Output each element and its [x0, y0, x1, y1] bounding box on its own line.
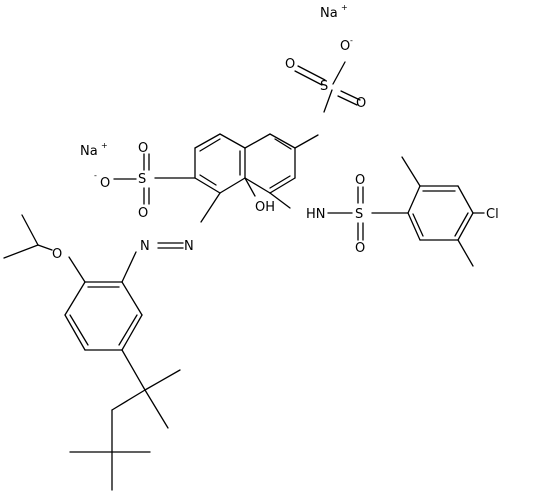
- azo-nitrogen-1: N: [184, 239, 194, 254]
- bond-lines: [3, 61, 485, 491]
- sodium-label-1: Na: [320, 6, 338, 21]
- sodium-charge-1: +: [341, 3, 348, 12]
- sulfonamide-oxygen-2: O: [355, 241, 365, 256]
- hydroxyl-label: OH: [255, 200, 275, 215]
- sulfonate-left-sulfur: S: [138, 172, 146, 187]
- sulfonate-left-oxygen-1: O: [138, 141, 148, 156]
- sodium-charge-2: +: [101, 141, 108, 150]
- sulfonate-left-anion-oxygen: O: [100, 176, 110, 191]
- sulfonate-top-sulfur: S: [320, 79, 328, 94]
- sulfonate-left-anion-charge: -: [94, 171, 97, 180]
- sulfonate-top-anion-charge: -: [350, 36, 353, 45]
- sulfonate-top-oxygen-2: O: [356, 96, 366, 111]
- sulfonate-top-anion-oxygen: O: [340, 39, 350, 54]
- sulfonate-top-oxygen-1: O: [285, 57, 295, 72]
- sulfonamide-nh-label: HN: [306, 207, 326, 222]
- ether-oxygen-label: O: [52, 247, 62, 262]
- sulfonamide-sulfur: S: [355, 207, 363, 222]
- sulfonamide-oxygen-1: O: [355, 173, 365, 188]
- chloro-label: Cl: [486, 207, 499, 222]
- atom-labels: Na + Na + S O - O O S O O O - OH HN S O …: [52, 3, 499, 262]
- azo-nitrogen-2: N: [140, 239, 150, 254]
- sulfonate-left-oxygen-2: O: [138, 206, 148, 221]
- sodium-label-2: Na: [80, 144, 98, 159]
